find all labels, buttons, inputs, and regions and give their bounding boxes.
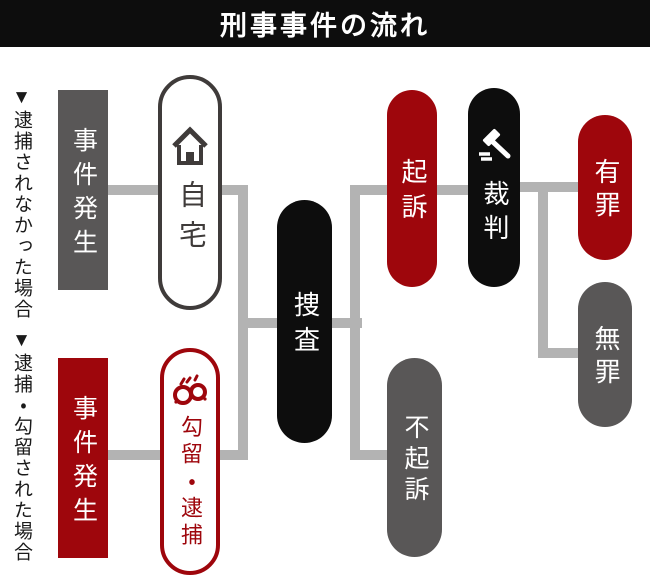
connector-line [435, 185, 471, 195]
node-home: 自宅 [158, 75, 222, 310]
node-label: 捜査 [290, 291, 320, 361]
node-label: 無罪 [591, 325, 620, 391]
node-label: 有罪 [591, 158, 620, 224]
node-prosecution: 起訴 [387, 90, 437, 287]
title-banner: 刑事事件の流れ [0, 0, 650, 47]
connector-line [350, 450, 395, 460]
node-label: 起訴 [398, 158, 427, 228]
connector-line [538, 348, 583, 358]
house-icon [172, 125, 208, 165]
connector-line [350, 185, 360, 460]
handcuffs-icon [173, 374, 207, 405]
connector-line [350, 185, 395, 195]
node-incident-no-arrest: 事件発生 [58, 90, 108, 290]
node-label: 勾留・逮捕 [178, 415, 203, 550]
node-non-prosecution: 不起訴 [387, 358, 442, 557]
gavel-icon [479, 128, 511, 161]
connector-line [238, 318, 283, 328]
page-title: 刑事事件の流れ [220, 11, 430, 41]
branch-label-arrest: ▼逮捕・勾留された場合 [11, 330, 32, 563]
node-custody: 勾留・逮捕 [160, 348, 220, 575]
node-label: 自宅 [175, 179, 206, 260]
node-not-guilty: 無罪 [578, 282, 632, 427]
connector-line [538, 182, 548, 358]
branch-label-no-arrest: ▼逮捕されなかった場合 [11, 87, 32, 320]
node-label: 事件発生 [69, 126, 97, 263]
node-investigation: 捜査 [277, 200, 332, 443]
node-trial: 裁判 [468, 88, 520, 287]
connector-line [330, 318, 362, 328]
connector-line [518, 182, 582, 192]
node-guilty: 有罪 [578, 115, 632, 260]
node-label: 裁判 [480, 179, 509, 248]
node-label: 不起訴 [401, 414, 428, 507]
node-label: 事件発生 [69, 394, 97, 531]
node-incident-arrest: 事件発生 [58, 358, 108, 558]
